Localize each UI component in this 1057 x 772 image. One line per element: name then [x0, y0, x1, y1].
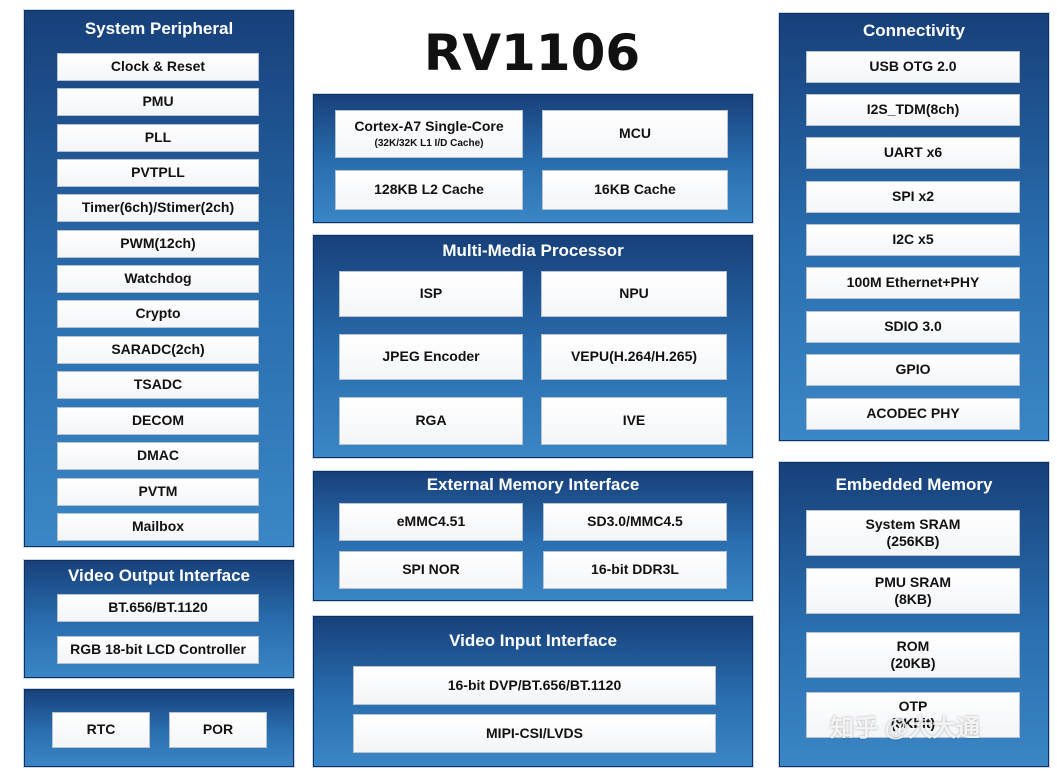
video-input-panel: Video Input Interface 16-bit DVP/BT.656/… — [312, 615, 754, 768]
uart-block: UART x6 — [806, 137, 1020, 169]
sd-mmc-block: SD3.0/MMC4.5 — [543, 503, 727, 541]
pvtpll-block: PVTPLL — [57, 159, 259, 187]
usb-otg-block: USB OTG 2.0 — [806, 51, 1020, 83]
pvtm-block: PVTM — [57, 478, 259, 506]
ethernet-block: 100M Ethernet+PHY — [806, 267, 1020, 299]
isp-block: ISP — [339, 271, 523, 317]
emmc-block: eMMC4.51 — [339, 503, 523, 541]
vepu-block: VEPU(H.264/H.265) — [541, 334, 727, 380]
otp-label: OTP — [898, 697, 928, 714]
pll-block: PLL — [57, 124, 259, 152]
por-block: POR — [169, 712, 267, 748]
connectivity-panel: Connectivity USB OTG 2.0 I2S_TDM(8ch) UA… — [778, 12, 1050, 442]
timer-block: Timer(6ch)/Stimer(2ch) — [57, 194, 259, 222]
npu-block: NPU — [541, 271, 727, 317]
tsadc-block: TSADC — [57, 371, 259, 399]
chip-title: RV1106 — [423, 24, 641, 82]
ive-block: IVE — [541, 397, 727, 445]
dmac-block: DMAC — [57, 442, 259, 470]
ext-memory-panel: External Memory Interface eMMC4.51 SD3.0… — [312, 470, 754, 602]
otp-block: OTP (8Kbit) — [806, 692, 1020, 738]
cpu-panel: Cortex-A7 Single-Core (32K/32K L1 I/D Ca… — [312, 93, 754, 224]
system-sram-label: System SRAM — [865, 515, 961, 532]
embedded-memory-title: Embedded Memory — [835, 475, 993, 494]
rgb-lcd-controller-block: RGB 18-bit LCD Controller — [57, 636, 259, 664]
watermark-text: 知乎 @大大通 — [830, 715, 981, 742]
system-sram-size: (256KB) — [886, 533, 940, 549]
bt656-output-block: BT.656/BT.1120 — [57, 594, 259, 622]
i2c-block: I2C x5 — [806, 224, 1020, 256]
pmu-sram-label: PMU SRAM — [874, 573, 952, 590]
crypto-block: Crypto — [57, 300, 259, 328]
ddr3l-block: 16-bit DDR3L — [543, 551, 727, 589]
video-output-panel: Video Output Interface BT.656/BT.1120 RG… — [23, 559, 295, 679]
decom-block: DECOM — [57, 407, 259, 435]
l1-cache-label: (32K/32K L1 I/D Cache) — [374, 137, 484, 149]
watchdog-block: Watchdog — [57, 265, 259, 293]
rom-block: ROM (20KB) — [806, 632, 1020, 678]
16kb-cache-block: 16KB Cache — [542, 170, 728, 210]
mcu-block: MCU — [542, 110, 728, 158]
clock-reset-block: Clock & Reset — [57, 53, 259, 81]
pmu-block: PMU — [57, 88, 259, 116]
video-input-title: Video Input Interface — [449, 631, 617, 650]
rom-size: (20KB) — [890, 655, 936, 671]
pwm-block: PWM(12ch) — [57, 230, 259, 258]
cortex-a7-label: Cortex-A7 Single-Core — [354, 118, 504, 134]
video-output-title: Video Output Interface — [68, 566, 250, 585]
dvp-block: 16-bit DVP/BT.656/BT.1120 — [353, 666, 716, 705]
embedded-memory-panel: Embedded Memory System SRAM (256KB) PMU … — [778, 461, 1050, 768]
l2-cache-block: 128KB L2 Cache — [335, 170, 523, 210]
cortex-a7-block: Cortex-A7 Single-Core (32K/32K L1 I/D Ca… — [335, 110, 523, 158]
otp-size: (8Kbit) — [890, 715, 936, 731]
sdio-block: SDIO 3.0 — [806, 311, 1020, 343]
spi-nor-block: SPI NOR — [339, 551, 523, 589]
system-peripheral-title: System Peripheral — [84, 19, 234, 38]
system-peripheral-panel: System Peripheral Clock & Reset PMU PLL … — [23, 9, 295, 548]
rtc-block: RTC — [52, 712, 150, 748]
connectivity-title: Connectivity — [862, 21, 966, 40]
saradc-block: SARADC(2ch) — [57, 336, 259, 364]
rga-block: RGA — [339, 397, 523, 445]
rom-label: ROM — [896, 637, 930, 654]
multimedia-title: Multi-Media Processor — [442, 241, 624, 260]
pmu-sram-block: PMU SRAM (8KB) — [806, 568, 1020, 614]
acodec-phy-block: ACODEC PHY — [806, 398, 1020, 430]
spi-block: SPI x2 — [806, 181, 1020, 213]
multimedia-panel: Multi-Media Processor ISP NPU JPEG Encod… — [312, 234, 754, 459]
i2s-tdm-block: I2S_TDM(8ch) — [806, 94, 1020, 126]
ext-memory-title: External Memory Interface — [426, 475, 640, 494]
jpeg-encoder-block: JPEG Encoder — [339, 334, 523, 380]
system-sram-block: System SRAM (256KB) — [806, 510, 1020, 556]
mailbox-block: Mailbox — [57, 513, 259, 541]
gpio-block: GPIO — [806, 354, 1020, 386]
rtc-por-panel: RTC POR — [23, 688, 295, 768]
pmu-sram-size: (8KB) — [894, 591, 932, 607]
mipi-csi-block: MIPI-CSI/LVDS — [353, 714, 716, 753]
